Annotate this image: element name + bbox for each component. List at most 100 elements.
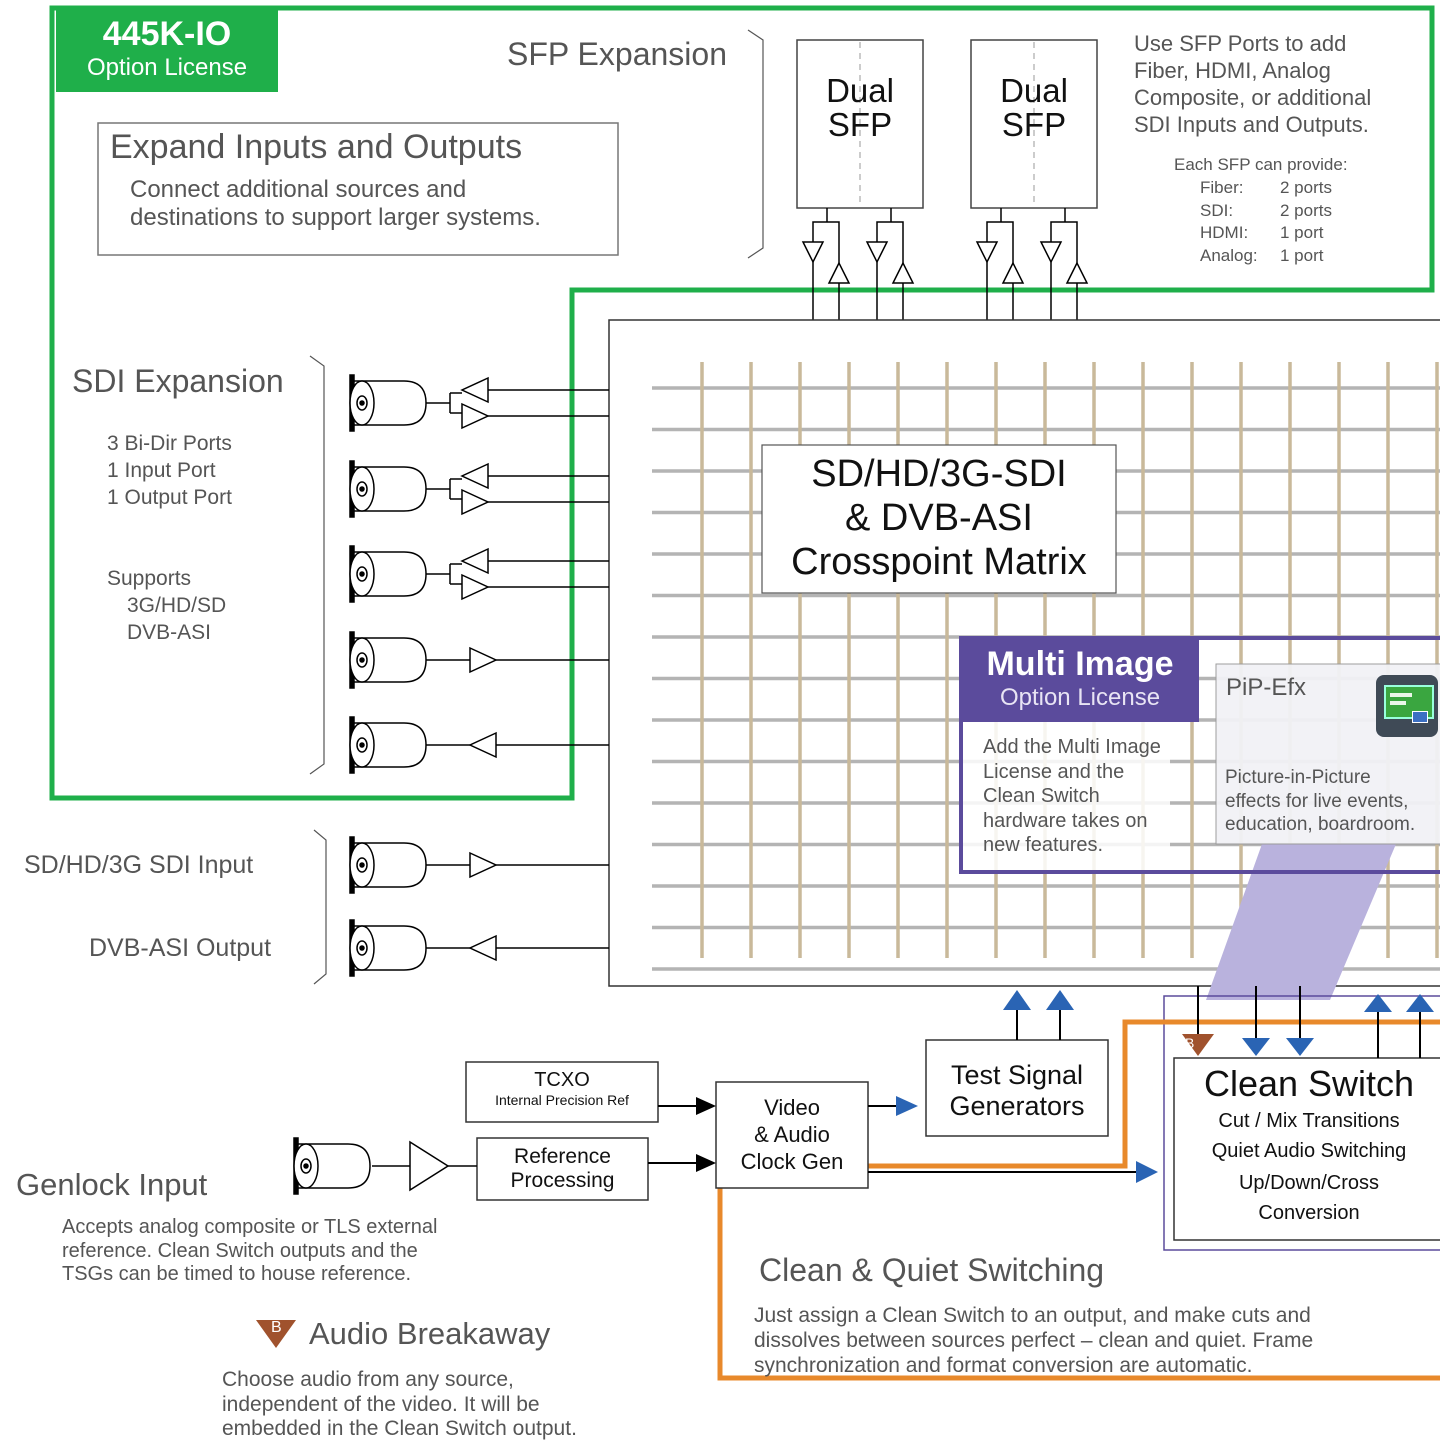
audio-breakaway-title: Audio Breakaway xyxy=(309,1316,551,1351)
breakaway-badge-shape xyxy=(1182,1034,1214,1056)
expand-box-body-line: Connect additional sources and xyxy=(130,176,467,203)
genlock-body: Accepts analog composite or TLS external… xyxy=(62,1216,437,1287)
bnc-connector xyxy=(349,374,427,432)
input-buffer xyxy=(469,646,498,674)
sdi-supports-title: Supports xyxy=(107,567,192,590)
sfp-provide-count: 2 ports xyxy=(1280,200,1332,220)
sfp-provide-count: 1 port xyxy=(1280,245,1324,265)
output-buffer xyxy=(468,934,497,962)
clock-gen-line: & Audio xyxy=(754,1122,830,1147)
tcxo-subtitle: Internal Precision Ref xyxy=(495,1092,629,1108)
sdi-port-line: 3 Bi-Dir Ports xyxy=(107,432,232,455)
clock-arrowheads xyxy=(696,1096,1158,1183)
multi-image-outline xyxy=(959,636,1440,874)
option-license-title: 445K-IO xyxy=(102,15,232,53)
audio-breakaway-body: Choose audio from any source,independent… xyxy=(222,1368,577,1442)
clock-gen-line: Clock Gen xyxy=(740,1149,844,1174)
multi-image-body-line: Clean Switch xyxy=(983,785,1100,807)
multi-image-tag: Multi Image Option License xyxy=(961,638,1199,722)
bnc-connector xyxy=(349,716,427,774)
clean-switch-arrows xyxy=(1242,994,1434,1056)
sdi-port-line: 1 Input Port xyxy=(107,459,216,482)
bnc-connector xyxy=(349,460,427,518)
audio-breakaway-badge-letter: B xyxy=(271,1319,282,1336)
multi-image-text-bg xyxy=(963,722,1170,870)
sfp-module-2-label: Dual SFP xyxy=(971,74,1097,142)
multi-image-body-line: hardware takes on xyxy=(983,809,1148,832)
reference-processing-line: Processing xyxy=(510,1169,615,1192)
audio-breakaway-badge xyxy=(256,1320,296,1348)
expand-box-body-line: destinations to support larger systems. xyxy=(130,204,541,231)
tcxo-box xyxy=(465,1061,659,1123)
pip-efx-body-line: effects for live events, xyxy=(1225,790,1409,812)
multi-image-body-line: License and the xyxy=(983,760,1125,783)
clean-switch-badge-letter: B xyxy=(1185,1035,1195,1051)
bnc-connector-dvb-output xyxy=(349,919,427,977)
pip-efx-body-line: education, boardroom. xyxy=(1225,814,1416,835)
pip-beam xyxy=(1206,844,1396,1000)
clean-quiet-body-line: synchronization and format conversion ar… xyxy=(754,1354,1253,1377)
reference-processing-box xyxy=(476,1137,649,1201)
sfp-module-1-line1: Dual xyxy=(826,72,894,109)
input-buffer xyxy=(461,402,490,430)
clean-quiet-body-line: dissolves between sources perfect – clea… xyxy=(754,1329,1314,1352)
output-buffer xyxy=(468,731,497,759)
clock-gen-box xyxy=(715,1081,869,1189)
bnc-connector xyxy=(349,631,427,689)
sfp-note-line: Fiber, HDMI, Analog xyxy=(1134,58,1331,83)
multi-image-body-line: Add the Multi Image xyxy=(983,736,1161,758)
dvb-output-label: DVB-ASI Output xyxy=(89,934,272,962)
test-signal-box xyxy=(925,1039,1109,1137)
clean-quiet-title: Clean & Quiet Switching xyxy=(759,1252,1105,1288)
matrix-label-box xyxy=(761,444,1117,594)
expand-box-title: Expand Inputs and Outputs xyxy=(110,128,523,166)
clean-switch-box xyxy=(1173,1057,1440,1241)
genlock-body-line: TSGs can be timed to house reference. xyxy=(62,1263,412,1285)
test-signal-line: Generators xyxy=(949,1091,1085,1121)
clock-gen-line: Video xyxy=(764,1095,820,1120)
sfp-note-line: SDI Inputs and Outputs. xyxy=(1134,112,1369,137)
clean-switch-label: Clean Switch Cut / Mix Transitions Quiet… xyxy=(1174,1062,1440,1228)
sfp-module-2-line1: Dual xyxy=(1000,72,1068,109)
sfp-provide-type: Fiber: xyxy=(1200,178,1244,197)
tcxo-label: TCXO Internal Precision Ref xyxy=(466,1069,658,1109)
pip-efx-icon xyxy=(1376,675,1438,737)
sfp-expansion-label: SFP Expansion xyxy=(507,36,727,72)
sfp-module-1-line2: SFP xyxy=(827,106,893,143)
sdi-input-label: SD/HD/3G SDI Input xyxy=(24,851,254,879)
bnc-connector xyxy=(349,545,427,603)
sfp-provide-row: Analog:1 port xyxy=(1200,245,1332,268)
clean-switch-feature: Up/Down/Cross xyxy=(1238,1172,1380,1194)
input-buffer xyxy=(469,851,498,879)
genlock-buffer xyxy=(372,1140,477,1192)
option-license-outline xyxy=(49,5,1435,801)
clean-switch-links xyxy=(1197,986,1421,1058)
pip-efx-title: PiP-Efx xyxy=(1226,674,1307,701)
expand-box xyxy=(97,122,619,256)
genlock-title: Genlock Input xyxy=(16,1167,208,1202)
sfp-provide-table: Fiber:2 ports SDI:2 ports HDMI:1 port An… xyxy=(1200,177,1332,267)
sfp-bracket xyxy=(747,29,764,259)
input-buffer xyxy=(461,488,490,516)
multi-image-body-line: new features. xyxy=(983,834,1104,856)
clock-links xyxy=(648,1105,1136,1173)
io-bracket xyxy=(313,829,327,985)
bnc-connectors xyxy=(293,374,609,1195)
sfp-provide-row: Fiber:2 ports xyxy=(1200,177,1332,200)
tcxo-title: TCXO xyxy=(534,1069,590,1091)
output-buffer xyxy=(460,376,489,404)
tsg-up-arrows xyxy=(1003,990,1074,1010)
pip-icon-inset xyxy=(1412,711,1428,723)
audio-breakaway-body-line: embedded in the Clean Switch output. xyxy=(222,1417,577,1440)
matrix-label: SD/HD/3G-SDI & DVB-ASI Crosspoint Matrix xyxy=(762,452,1116,584)
reference-processing-line: Reference xyxy=(514,1145,611,1168)
matrix-label-line: & DVB-ASI xyxy=(845,497,1033,539)
sfp-port-buffers xyxy=(801,208,1089,320)
clock-gen-label: Video & Audio Clock Gen xyxy=(716,1094,868,1175)
output-buffer xyxy=(460,462,489,490)
clean-switch-group-outline xyxy=(1163,995,1440,1251)
